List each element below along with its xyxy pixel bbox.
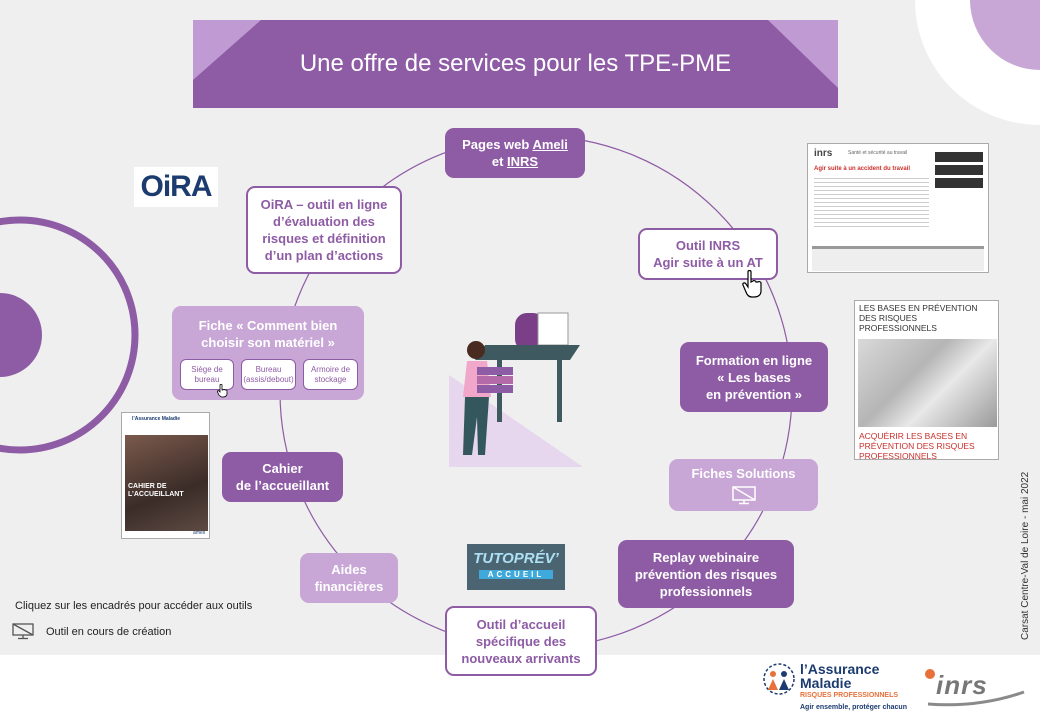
bases-prevention-thumbnail: LES BASES EN PRÉVENTION DES RISQUES PROF… bbox=[854, 300, 999, 460]
ameli-link[interactable]: Ameli bbox=[532, 137, 568, 152]
siege-bureau-button[interactable]: Siège de bureau bbox=[180, 359, 234, 390]
logo-assurance-text: l’Assurance bbox=[800, 661, 880, 677]
fiche-line1: Fiche « Comment bien bbox=[198, 318, 338, 333]
tutoprev-logo: TUTOPRÉV’ ACCUEIL bbox=[467, 544, 565, 590]
monitor-crossed-icon bbox=[731, 486, 756, 505]
logo-maladie-text: Maladie bbox=[800, 675, 852, 691]
carsat-side-text: Carsat Centre-Val de Loire - mai 2022 bbox=[1020, 471, 1031, 640]
banner-accents bbox=[193, 20, 838, 88]
armoire-stockage-button[interactable]: Armoire de stockage bbox=[303, 359, 358, 390]
oira-line1: OiRA – outil en ligne bbox=[260, 197, 388, 212]
thumb-bases-bottom: ACQUÉRIR LES BASES EN PRÉVENTION DES RIS… bbox=[859, 431, 975, 460]
pages-web-text-2: et bbox=[491, 154, 508, 169]
aides-financieres-box: Aides financières bbox=[300, 553, 398, 603]
cahier-accueillant-box[interactable]: Cahier de l’accueillant bbox=[222, 452, 343, 502]
fiche-line2: choisir son matériel » bbox=[201, 335, 335, 350]
inrs-logo-text: inrs bbox=[936, 670, 988, 700]
outil-inrs-box[interactable]: Outil INRS Agir suite à un AT bbox=[638, 228, 778, 280]
replay-line2: prévention des risques bbox=[634, 566, 778, 582]
tutoprev-logo-text: TUTOPRÉV’ bbox=[473, 550, 559, 567]
oira-line2: d’évaluation des bbox=[273, 214, 375, 229]
office-worker-illustration bbox=[449, 312, 583, 467]
oira-logo: OiRA bbox=[134, 167, 218, 207]
logo-risques-text: RISQUES PROFESSIONNELS bbox=[800, 692, 899, 699]
pages-web-box[interactable]: Pages web Ameli et INRS bbox=[445, 128, 585, 178]
monitor-crossed-legend-icon bbox=[12, 623, 34, 640]
formation-line3: en prévention » bbox=[705, 386, 803, 402]
outil-accueil-line1: Outil d’accueil bbox=[476, 616, 566, 632]
page-title: Une offre de services pour les TPE-PME bbox=[299, 50, 732, 77]
tutoprev-logo-sub: ACCUEIL bbox=[479, 570, 553, 579]
cahier-line2: de l’accueillant bbox=[235, 478, 330, 493]
aides-line1: Aides bbox=[331, 562, 367, 577]
cahier-thumbnail: l’Assurance Maladie CAHIER DE L’ACCUEILL… bbox=[121, 412, 210, 539]
fiches-solutions-box: Fiches Solutions bbox=[669, 459, 818, 511]
hand-cursor-small-icon bbox=[217, 384, 228, 398]
inrs-swoosh-icon bbox=[925, 669, 1025, 707]
logo-slogan-text: Agir ensemble, protéger chacun bbox=[800, 704, 907, 711]
assurance-maladie-logo: l’Assurance Maladie RISQUES PROFESSIONNE… bbox=[762, 660, 912, 716]
thumb-bases-top: LES BASES EN PRÉVENTION DES RISQUES PROF… bbox=[859, 303, 978, 333]
aides-line2: financières bbox=[314, 579, 384, 594]
formation-line1: Formation en ligne bbox=[695, 352, 813, 368]
inrs-page-thumbnail: inrs Santé et sécurité au travail Agir s… bbox=[807, 143, 989, 273]
bureau-assis-debout-button[interactable]: Bureau (assis/debout) bbox=[241, 359, 296, 390]
inrs-logo: inrs bbox=[918, 662, 1028, 710]
outil-inrs-line1: Outil INRS bbox=[675, 238, 741, 253]
inrs-link[interactable]: INRS bbox=[507, 154, 539, 169]
oira-logo-text: OiRA bbox=[140, 170, 213, 203]
oira-line3: risques et définition bbox=[262, 231, 386, 246]
cahier-line1: Cahier bbox=[262, 461, 303, 476]
thumb-inrs-heading: Agir suite à un accident du travail bbox=[814, 166, 911, 172]
outil-accueil-line3: nouveaux arrivants bbox=[461, 650, 581, 666]
in-progress-text: Outil en cours de création bbox=[46, 626, 172, 638]
thumb-inrs-header: Santé et sécurité au travail bbox=[848, 150, 908, 156]
pages-web-text: Pages web bbox=[462, 137, 533, 152]
oira-line4: d’un plan d’actions bbox=[264, 248, 384, 263]
title-banner: Une offre de services pour les TPE-PME bbox=[193, 20, 838, 108]
replay-line1: Replay webinaire bbox=[652, 549, 760, 565]
fiches-solutions-label: Fiches Solutions bbox=[691, 466, 796, 481]
oira-box[interactable]: OiRA – outil en ligne d’évaluation des ris… bbox=[246, 186, 402, 274]
outil-inrs-line2: Agir suite à un AT bbox=[653, 255, 763, 270]
replay-line3: professionnels bbox=[659, 583, 753, 599]
thumb-inrs-brand: inrs bbox=[814, 148, 833, 159]
thumb-cahier-title: CAHIER DE L’ACCUEILLANT bbox=[128, 483, 184, 498]
thumb-cahier-brand: l’Assurance Maladie bbox=[132, 416, 181, 422]
thumb-cahier-footer: ameli bbox=[193, 530, 205, 536]
hand-cursor-icon bbox=[742, 270, 762, 298]
outil-accueil-line2: spécifique des bbox=[475, 633, 567, 649]
assurance-figures-icon bbox=[763, 663, 795, 695]
click-hint-text: Cliquez sur les encadrés pour accéder au… bbox=[15, 600, 253, 612]
formation-line2: « Les bases bbox=[717, 369, 791, 385]
